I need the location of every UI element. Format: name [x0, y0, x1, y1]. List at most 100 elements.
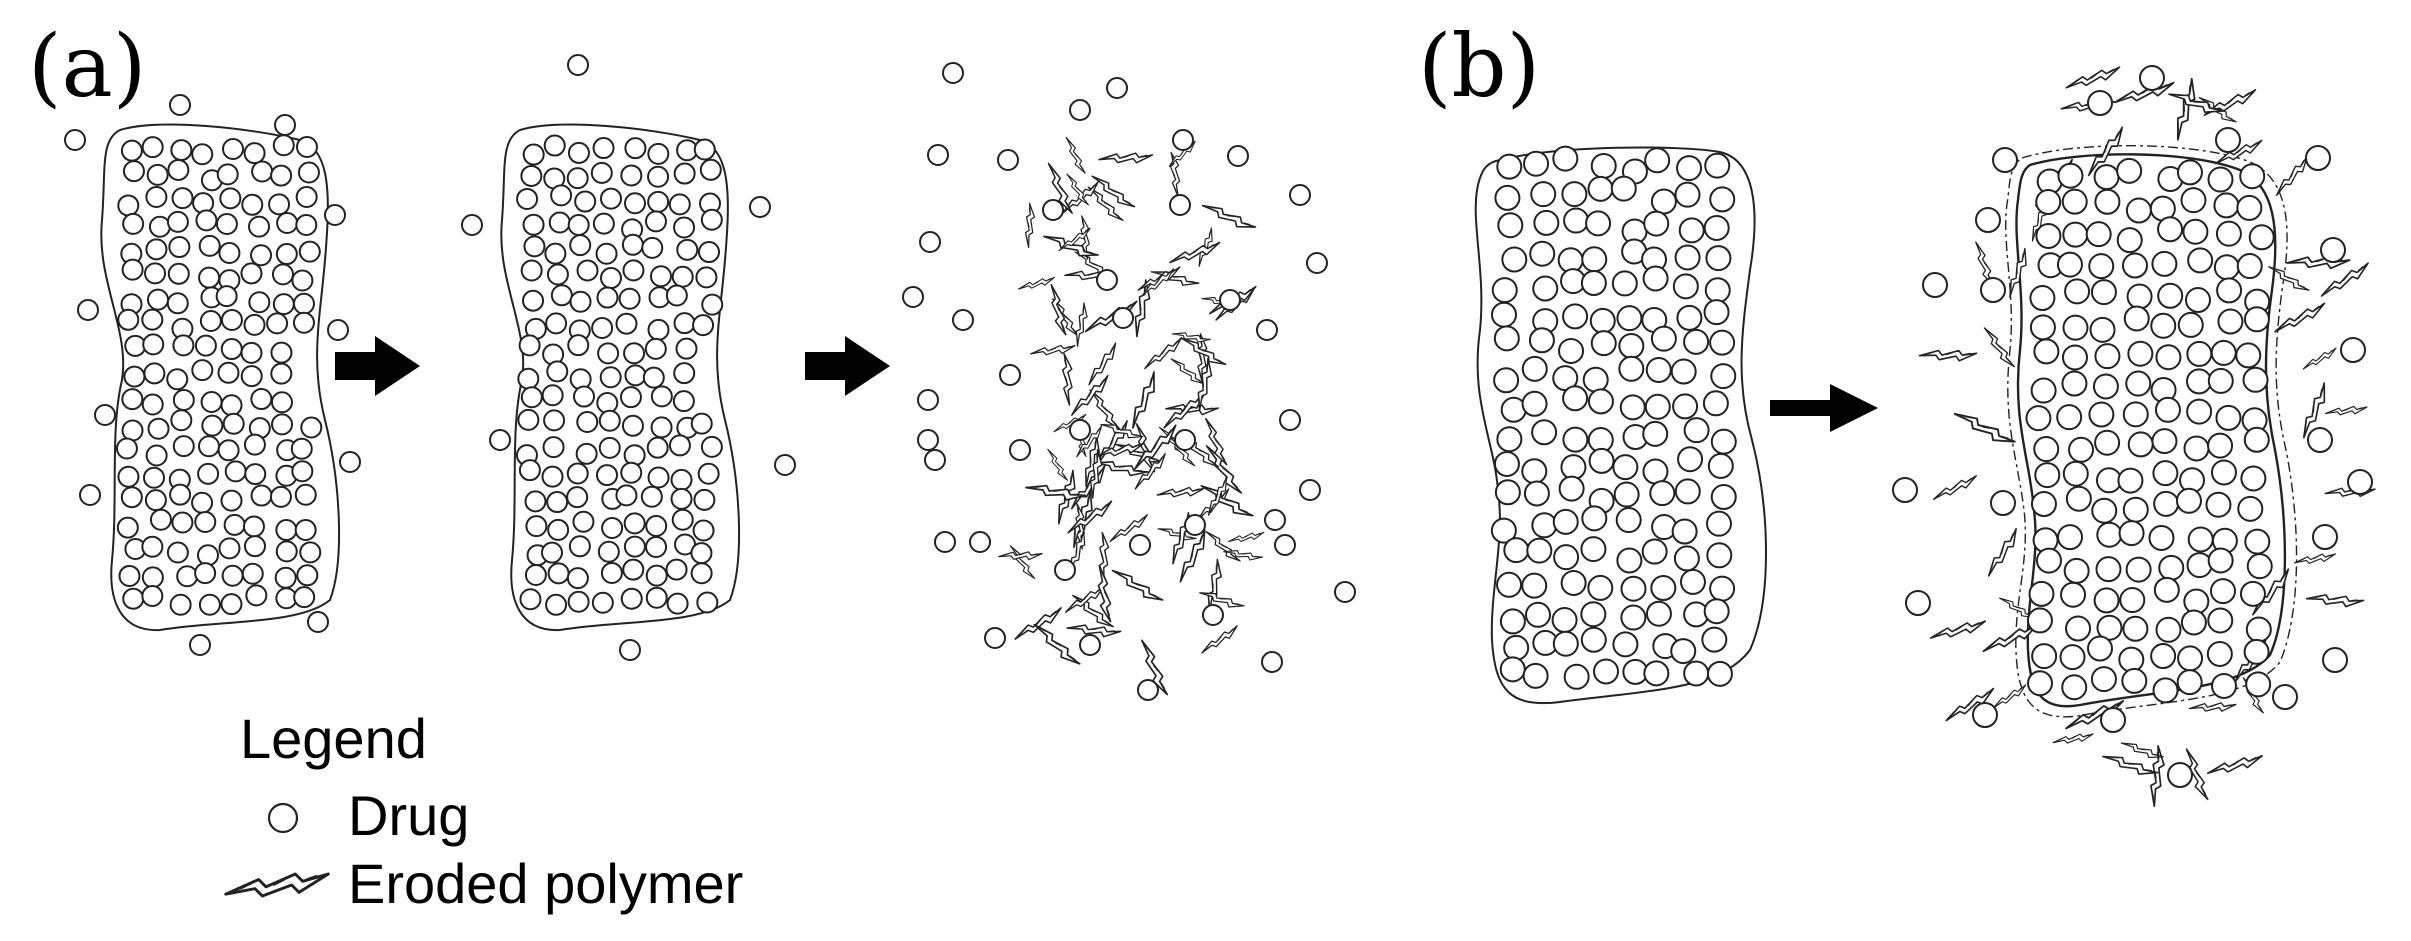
drug-particle	[275, 519, 298, 542]
drug-particle	[1619, 394, 1646, 421]
drug-particle	[1642, 420, 1669, 447]
drug-particle	[2057, 524, 2084, 551]
drug-particle	[700, 208, 723, 231]
drug-particle	[2205, 491, 2232, 518]
drug-particle	[575, 442, 598, 465]
drug-particle	[220, 308, 243, 331]
drug-particle	[2116, 227, 2143, 254]
drug-particle	[2061, 344, 2088, 371]
drug-particle	[2157, 216, 2184, 243]
drug-particle	[517, 367, 540, 390]
released-drug-particle	[2139, 65, 2165, 91]
panel-label-b: (b)	[1418, 17, 1540, 117]
eroded-polymer-fragment	[1989, 684, 2030, 710]
eroded-polymer-fragment	[1064, 134, 1086, 177]
drug-particle	[2211, 672, 2238, 699]
eroded-polymer-fragment	[2324, 404, 2368, 417]
drug-particle	[169, 593, 192, 616]
released-drug-particle	[1174, 429, 1196, 451]
drug-particle	[198, 593, 221, 616]
drug-particle	[1587, 574, 1614, 601]
released-drug-particle	[2272, 684, 2298, 710]
drug-particle	[592, 137, 615, 160]
drug-particle	[2244, 528, 2271, 555]
drug-particle	[1644, 393, 1671, 420]
released-drug-particle	[1054, 559, 1076, 581]
drug-particle	[566, 486, 589, 509]
released-drug-particle	[489, 429, 511, 451]
drug-particle	[600, 267, 623, 290]
drug-particle	[291, 269, 314, 292]
drug-particle	[547, 518, 570, 541]
drug-particle	[647, 165, 670, 188]
drug-particle	[622, 558, 645, 581]
drug-particle	[572, 510, 595, 533]
released-drug-particle	[1990, 490, 2016, 516]
drug-particle	[242, 515, 265, 538]
drug-particle	[1490, 517, 1517, 544]
drug-particle	[1676, 155, 1703, 182]
eroded-polymer-fragment	[1167, 241, 1223, 265]
released-drug-particle	[1042, 199, 1064, 221]
drug-particle	[300, 416, 323, 439]
released-drug-particle	[1261, 651, 1283, 673]
drug-particle	[191, 143, 214, 166]
drug-particle	[2026, 607, 2053, 634]
drug-particle	[1496, 426, 1523, 453]
drug-particle	[168, 236, 191, 259]
drug-particle	[620, 461, 643, 484]
drug-particle	[220, 489, 243, 512]
drug-particle	[191, 359, 214, 382]
released-drug-particle	[1009, 439, 1031, 461]
drug-particle	[647, 318, 670, 341]
drug-particle	[117, 308, 140, 331]
eroded-polymer-fragment	[1010, 607, 1067, 641]
drug-particle	[1704, 277, 1731, 304]
drug-particle	[201, 414, 224, 437]
drug-particle	[1589, 307, 1616, 334]
drug-particle	[1551, 607, 1578, 634]
drug-particle	[270, 362, 293, 385]
drug-particle	[2122, 252, 2149, 279]
drug-particle	[141, 535, 164, 558]
drug-particle	[591, 591, 614, 614]
drug-particle	[1610, 175, 1637, 202]
drug-particle	[592, 212, 615, 235]
drug-particle	[291, 460, 314, 483]
drug-particle	[117, 465, 140, 488]
drug-particle	[2239, 163, 2266, 190]
eroded-polymer-fragment	[1204, 525, 1241, 568]
drug-particle	[2243, 638, 2270, 665]
drug-particle	[145, 238, 168, 261]
drug-particle	[171, 187, 194, 210]
drug-particle	[1618, 333, 1645, 360]
drug-particle	[541, 465, 564, 488]
drug-particle	[567, 214, 590, 237]
drug-particle	[1499, 608, 1526, 635]
drug-particle	[690, 412, 713, 435]
released-drug-particle	[619, 639, 641, 661]
drug-particle	[2122, 401, 2149, 428]
drug-particle	[243, 433, 266, 456]
drug-particle	[1702, 390, 1729, 417]
tablet-a1-drugs	[64, 94, 361, 656]
drug-particle	[221, 564, 244, 587]
drug-particle	[2236, 194, 2263, 221]
legend-title: Legend	[240, 707, 427, 770]
drug-particle	[644, 210, 667, 233]
eroded-polymer-fragment	[2167, 83, 2225, 123]
drug-particle	[271, 413, 294, 436]
drug-particle	[2094, 188, 2121, 215]
eroded-polymer-fragment	[1930, 474, 1981, 501]
drug-particle	[2235, 342, 2262, 369]
drug-particle	[2177, 311, 2204, 338]
drug-particle	[2088, 401, 2115, 428]
drug-particle	[292, 292, 315, 315]
drug-particle	[141, 393, 164, 416]
drug-particle	[116, 516, 139, 539]
eroded-polymer-fragment	[2052, 733, 2094, 744]
released-drug-particle	[461, 214, 483, 236]
released-drug-particle	[919, 231, 941, 253]
drug-particle	[2150, 312, 2177, 339]
